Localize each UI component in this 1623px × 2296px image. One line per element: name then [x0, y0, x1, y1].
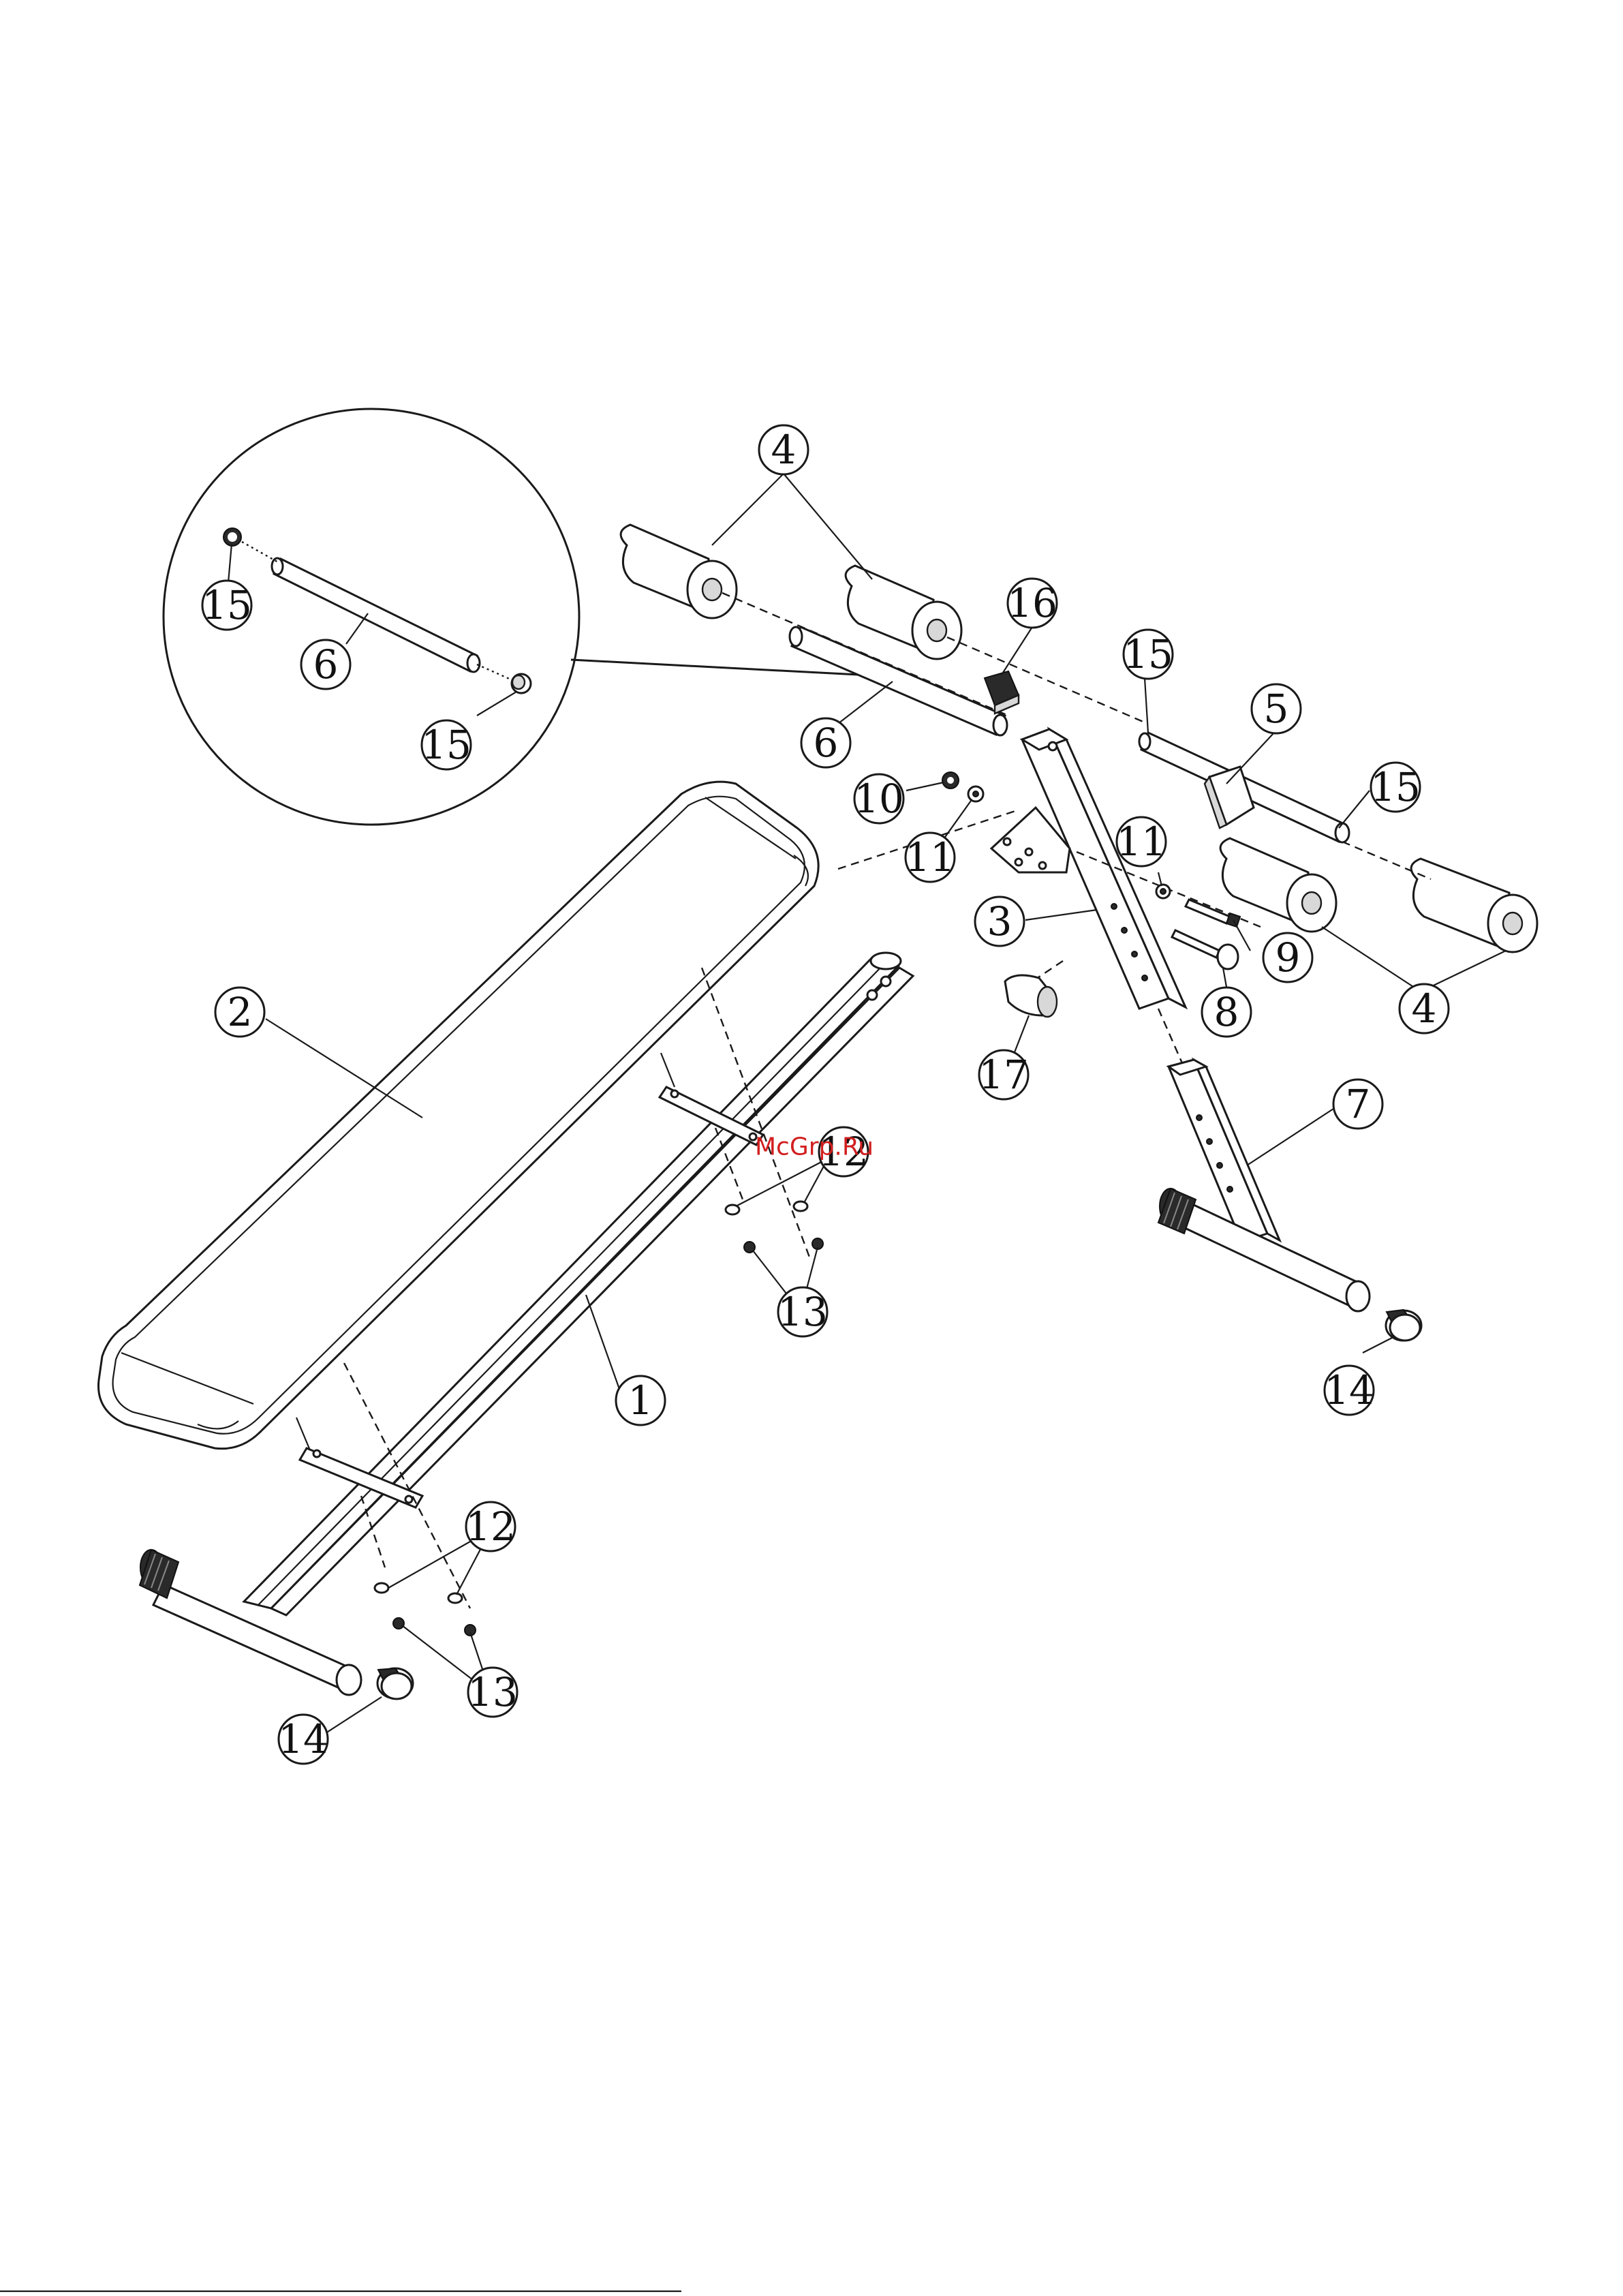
svg-text:13: 13	[467, 1669, 518, 1715]
watermark-text: McGrp.Ru	[755, 1133, 874, 1161]
svg-text:11: 11	[1116, 818, 1166, 865]
callout-14-right: 14	[1324, 1366, 1374, 1415]
svg-text:15: 15	[1370, 764, 1421, 810]
callout-7: 7	[1333, 1080, 1382, 1129]
callout-15-top: 15	[1123, 630, 1173, 679]
callout-8: 8	[1202, 988, 1251, 1037]
svg-text:4: 4	[1412, 985, 1437, 1032]
roller-top-right	[846, 566, 961, 659]
callout-4-bottom: 4	[1400, 984, 1449, 1033]
svg-text:6: 6	[814, 720, 839, 766]
callout-10: 10	[854, 774, 904, 823]
svg-text:13: 13	[777, 1289, 828, 1335]
bolt-9	[1186, 900, 1240, 927]
hardware-lower	[375, 1583, 476, 1636]
detail-inset	[164, 409, 859, 825]
callout-13-top: 13	[777, 1287, 828, 1336]
callout-11-right: 11	[1116, 817, 1166, 866]
callout-3: 3	[975, 897, 1024, 946]
callout-11-left: 11	[905, 833, 955, 882]
svg-text:4: 4	[771, 427, 797, 473]
callout-13-bottom: 13	[467, 1668, 518, 1717]
callout-1: 1	[616, 1376, 665, 1425]
upright-post	[991, 729, 1186, 1009]
svg-text:15: 15	[1123, 631, 1173, 677]
callout-6-inset: 6	[301, 640, 350, 689]
callout-2: 2	[215, 988, 264, 1037]
svg-text:16: 16	[1007, 580, 1057, 626]
inset-end-cap-bottom	[512, 674, 531, 693]
callout-16: 16	[1007, 579, 1057, 628]
hardware-washer-11-left	[968, 786, 983, 801]
svg-text:15: 15	[202, 582, 252, 628]
svg-text:2: 2	[228, 989, 253, 1035]
svg-text:8: 8	[1214, 989, 1239, 1035]
hardware-upper	[726, 1201, 823, 1253]
callout-12-bottom: 12	[465, 1502, 516, 1551]
hardware-nut-10	[942, 772, 959, 789]
callout-5: 5	[1252, 684, 1301, 733]
second-shaft	[1139, 733, 1349, 842]
svg-text:14: 14	[1324, 1367, 1374, 1413]
callout-15-inset-top: 15	[202, 581, 252, 630]
svg-text:15: 15	[421, 722, 472, 768]
svg-text:3: 3	[987, 898, 1013, 945]
svg-text:10: 10	[854, 776, 904, 822]
svg-text:9: 9	[1276, 934, 1301, 981]
callout-15-inset-bottom: 15	[421, 720, 472, 769]
callout-9: 9	[1263, 933, 1312, 982]
svg-text:1: 1	[628, 1377, 653, 1424]
foot-cap-rear-loose	[1386, 1310, 1421, 1341]
callout-6: 6	[801, 718, 850, 767]
svg-text:6: 6	[313, 641, 339, 688]
callout-4-top: 4	[759, 425, 808, 474]
hardware-washer-11-right	[1156, 885, 1170, 898]
callout-17: 17	[978, 1050, 1029, 1099]
svg-text:5: 5	[1264, 686, 1289, 732]
inset-end-cap-top	[223, 528, 241, 546]
bolt-8	[1172, 930, 1238, 969]
roller-bottom-right	[1411, 859, 1537, 952]
callout-15-right: 15	[1370, 763, 1421, 812]
callout-14-left: 14	[278, 1715, 328, 1764]
svg-text:17: 17	[978, 1052, 1029, 1098]
pop-pin-knob	[1005, 975, 1057, 1017]
svg-text:7: 7	[1346, 1081, 1371, 1127]
svg-text:12: 12	[465, 1503, 516, 1550]
svg-text:11: 11	[905, 834, 955, 881]
foot-cap-front-loose	[377, 1668, 413, 1699]
svg-text:14: 14	[278, 1716, 328, 1762]
